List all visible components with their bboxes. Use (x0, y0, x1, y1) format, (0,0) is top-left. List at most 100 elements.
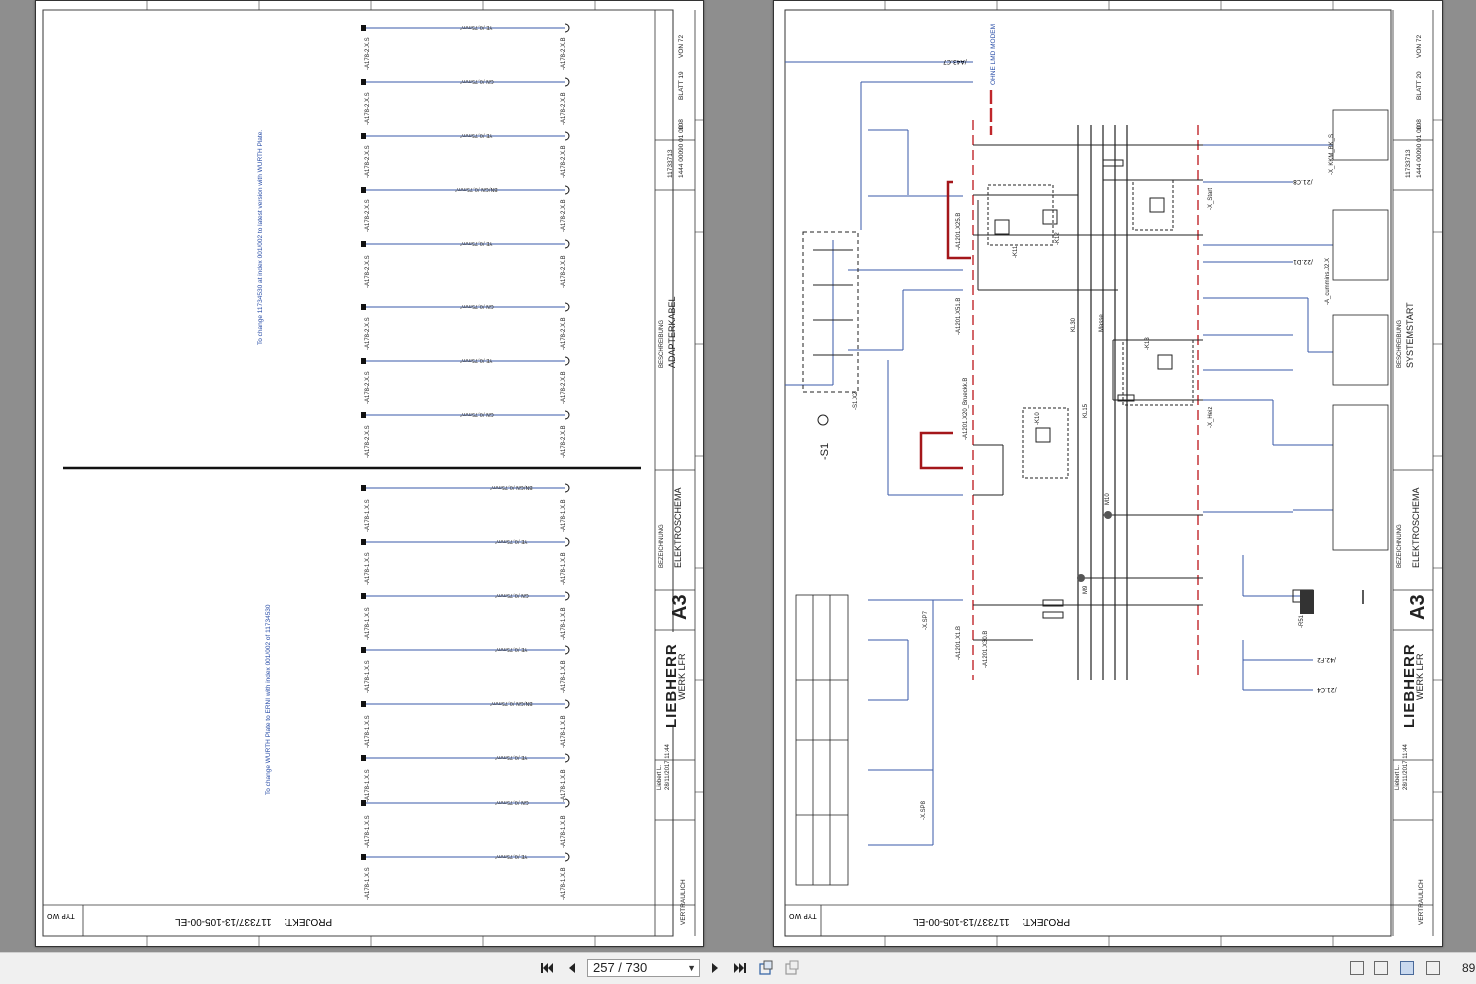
wire-label: BN/GN /0,75mm² (490, 700, 533, 706)
document-viewport[interactable]: To change 11734530 at index 001/002 to l… (0, 0, 1476, 952)
label-k11: -K11 (1013, 245, 1019, 258)
ref-21c8: /21.C8 (1293, 178, 1313, 185)
right-blatt: BLATT 20 (1416, 71, 1423, 100)
left-connector-label: -A178-2.X.B (561, 92, 567, 125)
left-connector-label: -A178-2.X.B (561, 371, 567, 404)
left-author: Liebert L. (657, 764, 663, 790)
label-k13: -K13 (1145, 337, 1151, 350)
wire-label: GN /0,75mm² (495, 799, 529, 805)
left-note-top: To change 11734530 at index 001/002 to l… (257, 129, 264, 345)
left-typ-label: TYP (61, 912, 75, 920)
zoom-level[interactable]: 89 (1462, 961, 1476, 975)
right-project-label: PROJEKT: (1022, 916, 1071, 927)
label-a1201-x51: -A1201.X51.B (956, 297, 962, 335)
wire-label: YE /0,75mm² (495, 754, 528, 760)
left-connector-label: -A178-1.X.S (365, 607, 371, 640)
left-connector-label: -A178-1.X.S (365, 660, 371, 693)
two-page-continuous-view-icon[interactable] (1426, 961, 1440, 975)
left-project-number: 117337/13-105-00-EL (175, 916, 272, 927)
fit-button[interactable] (783, 959, 801, 977)
last-page-button[interactable] (731, 959, 749, 977)
right-typ-label: TYP (803, 912, 817, 920)
last-page-icon (734, 963, 746, 973)
label-a1201-x25: -A1201.X25.B (956, 212, 962, 250)
left-connector-label: -A178-2.X.B (561, 199, 567, 232)
label-m10: M10 (1105, 493, 1111, 505)
pdf-page-right: OHNE LMD MODEM SYSTEMSTART BESCHREIBUNG … (773, 0, 1443, 947)
left-connector-label: -A178-1.X.S (365, 552, 371, 585)
left-connector-label: -A178-2.X.S (365, 317, 371, 350)
left-bezeichnung-label: BEZEICHNUNG (659, 524, 665, 568)
left-description-label: BESCHREIBUNG (659, 319, 665, 368)
page-indicator: 257 / 730 (593, 960, 648, 975)
label-a1201-x20: -A1201.X20_Brueckk.B (963, 377, 969, 440)
right-description-label: BESCHREIBUNG (1397, 319, 1403, 368)
right-bezeichnung: ELEKTROSCHEMA (1411, 487, 1421, 568)
left-connector-label: -A178-1.X.B (561, 769, 567, 802)
left-connector-label: -A178-2.X.S (365, 425, 371, 458)
left-connector-label: -A178-2.X.S (365, 92, 371, 125)
left-connector-label: -A178-1.X.S (365, 715, 371, 748)
first-page-button[interactable] (538, 959, 556, 977)
single-page-view-icon[interactable] (1350, 961, 1364, 975)
right-von: VON 72 (1416, 34, 1423, 58)
left-connector-label: -A178-1.X.B (561, 552, 567, 585)
left-title: ADAPTERKABEL (667, 296, 677, 368)
left-connector-label: -A178-1.X.S (365, 867, 371, 900)
left-connector-label: -A178-1.X.S (365, 815, 371, 848)
wire-label: YE /0,75mm² (495, 853, 528, 859)
label-k12: -K12 (1055, 232, 1061, 245)
label-x-kkm: -X_KKM_BK_S (1329, 133, 1335, 175)
right-date: 28/11/2017 11:44 (1403, 744, 1409, 790)
wire-label: YE /0,75mm² (460, 24, 493, 30)
next-page-button[interactable] (706, 959, 724, 977)
label-a1201-x1: -A1201.X1.B (956, 625, 962, 660)
label-x-sp7: -X.SP7 (923, 610, 929, 630)
label-m9: M9 (1083, 585, 1089, 594)
chevron-down-icon: ▼ (687, 963, 696, 973)
left-connector-label: -A178-2.X.B (561, 145, 567, 178)
left-date: 28/11/2017 11:44 (665, 744, 671, 790)
ref-22d1: /22.D1 (1293, 258, 1314, 265)
left-connector-label: -A178-1.X.B (561, 867, 567, 900)
left-connector-label: -A178-1.X.S (365, 499, 371, 532)
left-note-bottom: To change WURTH Plate to ERNI with index… (265, 604, 272, 795)
previous-page-icon (569, 963, 575, 973)
left-project-label: PROJEKT: (284, 916, 333, 927)
left-connector-label: -A178-1.X.B (561, 607, 567, 640)
wire-label: YE /0,75mm² (495, 538, 528, 544)
left-connector-label: -A178-2.X.S (365, 145, 371, 178)
next-page-icon (712, 963, 718, 973)
left-format: A3 (669, 594, 691, 620)
wire-label: YE /0,75mm² (460, 132, 493, 138)
right-artikelcode: 11733713 (1405, 149, 1412, 178)
left-artikelcode: 11733713 (667, 149, 674, 178)
rotate-button[interactable] (757, 959, 775, 977)
left-connector-label: -A178-2.X.B (561, 317, 567, 350)
right-vertraulich: VERTRAULICH (1418, 879, 1425, 925)
right-zeichnungsnummer: 1444 00090 01 00 (1416, 125, 1423, 178)
right-schematic-drawing (773, 0, 1443, 947)
wire-label: GN /0,75mm² (460, 78, 494, 84)
right-project-number: 117337/13-105-00-EL (913, 916, 1010, 927)
left-connector-label: -A178-2.X.B (561, 425, 567, 458)
left-connector-label: -A178-2.X.S (365, 371, 371, 404)
continuous-view-icon[interactable] (1374, 961, 1388, 975)
left-connector-label: -A178-1.X.S (365, 769, 371, 802)
page-number-field[interactable]: 257 / 730 ▼ (587, 959, 700, 977)
label-masse: Masse (1099, 314, 1105, 332)
left-bezeichnung: ELEKTROSCHEMA (673, 487, 683, 568)
label-a1201-x30: -A1201.X30.B (983, 630, 989, 668)
two-page-view-icon[interactable] (1400, 961, 1414, 975)
right-format: A3 (1407, 594, 1429, 620)
previous-page-button[interactable] (563, 959, 581, 977)
wire-label: GN /0,75mm² (460, 411, 494, 417)
left-vertraulich: VERTRAULICH (680, 879, 687, 925)
right-bezeichnung-label: BEZEICHNUNG (1397, 524, 1403, 568)
left-blatt: BLATT 19 (678, 71, 685, 100)
label-kl15: KL15 (1083, 403, 1089, 418)
left-schematic-drawing (35, 0, 704, 947)
left-connector-label: -A178-1.X.B (561, 815, 567, 848)
label-x-start: -X_Start (1208, 187, 1214, 210)
ref-21c4: /21.C4 (1317, 686, 1337, 693)
